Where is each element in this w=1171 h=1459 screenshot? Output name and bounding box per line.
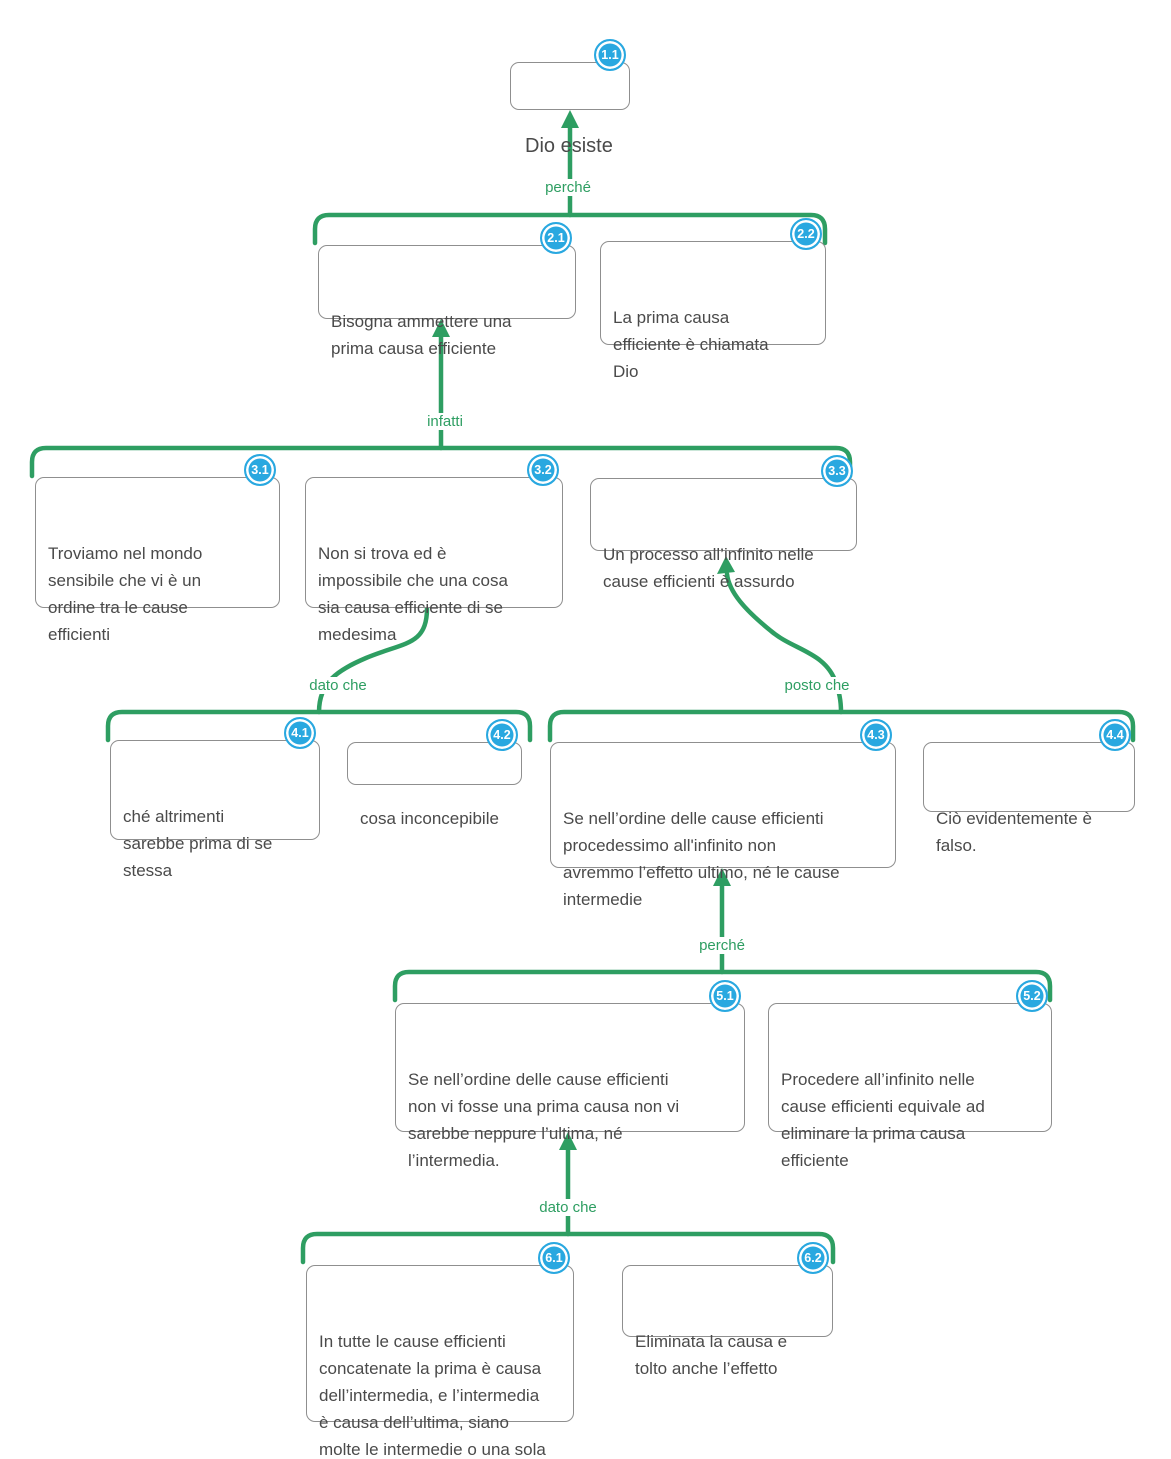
node-badge-2-1: 2.1 — [540, 222, 572, 254]
connector-label-infatti: infatti — [424, 413, 466, 430]
node-box-3-3[interactable]: 3.3 Un processo all’infinito nelle cause… — [590, 478, 857, 551]
node-box-5-1[interactable]: 5.1 Se nell’ordine delle cause efficient… — [395, 1003, 745, 1132]
connector-label-dato-che-bottom: dato che — [536, 1199, 600, 1216]
node-text-3-3: Un processo all’infinito nelle cause eff… — [603, 541, 844, 595]
node-box-4-2[interactable]: 4.2 cosa inconcepibile — [347, 742, 522, 785]
node-text-4-2: cosa inconcepibile — [360, 805, 509, 832]
node-badge-5-1: 5.1 — [709, 980, 741, 1012]
node-box-1-1[interactable]: 1.1 Dio esiste — [510, 62, 630, 110]
bracket-row4-right — [550, 712, 1133, 740]
node-box-3-1[interactable]: 3.1 Troviamo nel mondo sensibile che vi … — [35, 477, 280, 608]
node-text-6-2: Eliminata la causa e tolto anche l’effet… — [635, 1328, 820, 1382]
node-badge-4-3: 4.3 — [860, 719, 892, 751]
node-box-6-2[interactable]: 6.2 Eliminata la causa e tolto anche l’e… — [622, 1265, 833, 1337]
node-box-4-4[interactable]: 4.4 Ciò evidentemente è falso. — [923, 742, 1135, 812]
node-text-2-2: La prima causa efficiente è chiamata Dio — [613, 304, 813, 385]
node-box-2-1[interactable]: 2.1 Bisogna ammettere una prima causa ef… — [318, 245, 576, 319]
node-text-1-1: Dio esiste — [525, 131, 615, 161]
node-badge-6-1: 6.1 — [538, 1242, 570, 1274]
bracket-row4-left — [108, 712, 530, 740]
node-box-4-3[interactable]: 4.3 Se nell’ordine delle cause efficient… — [550, 742, 896, 868]
node-text-5-1: Se nell’ordine delle cause efficienti no… — [408, 1066, 732, 1174]
node-box-6-1[interactable]: 6.1 In tutte le cause efficienti concate… — [306, 1265, 574, 1422]
node-text-2-1: Bisogna ammettere una prima causa effici… — [331, 308, 563, 362]
node-text-3-2: Non si trova ed è impossibile che una co… — [318, 540, 550, 648]
node-badge-4-4: 4.4 — [1099, 719, 1131, 751]
node-badge-3-2: 3.2 — [527, 454, 559, 486]
node-badge-3-1: 3.1 — [244, 454, 276, 486]
node-badge-4-1: 4.1 — [284, 717, 316, 749]
node-box-3-2[interactable]: 3.2 Non si trova ed è impossibile che un… — [305, 477, 563, 608]
bracket-row3 — [32, 448, 850, 476]
node-badge-1-1: 1.1 — [594, 39, 626, 71]
node-box-4-1[interactable]: 4.1 ché altrimenti sarebbe prima di se s… — [110, 740, 320, 840]
connector-label-posto-che: posto che — [781, 677, 852, 694]
node-text-4-4: Ciò evidentemente è falso. — [936, 805, 1122, 859]
node-text-5-2: Procedere all’infinito nelle cause effic… — [781, 1066, 1039, 1174]
node-text-4-3: Se nell’ordine delle cause efficienti pr… — [563, 805, 883, 913]
node-text-6-1: In tutte le cause efficienti concatenate… — [319, 1328, 561, 1459]
node-badge-4-2: 4.2 — [486, 719, 518, 751]
node-badge-5-2: 5.2 — [1016, 980, 1048, 1012]
connector-label-perche-top: perché — [542, 179, 594, 196]
node-badge-3-3: 3.3 — [821, 455, 853, 487]
node-text-4-1: ché altrimenti sarebbe prima di se stess… — [123, 803, 307, 884]
node-box-5-2[interactable]: 5.2 Procedere all’infinito nelle cause e… — [768, 1003, 1052, 1132]
connector-label-dato-che-left: dato che — [306, 677, 370, 694]
node-box-2-2[interactable]: 2.2 La prima causa efficiente è chiamata… — [600, 241, 826, 345]
node-text-3-1: Troviamo nel mondo sensibile che vi è un… — [48, 540, 267, 648]
node-badge-6-2: 6.2 — [797, 1242, 829, 1274]
node-badge-2-2: 2.2 — [790, 218, 822, 250]
connector-label-perche-mid: perché — [696, 937, 748, 954]
